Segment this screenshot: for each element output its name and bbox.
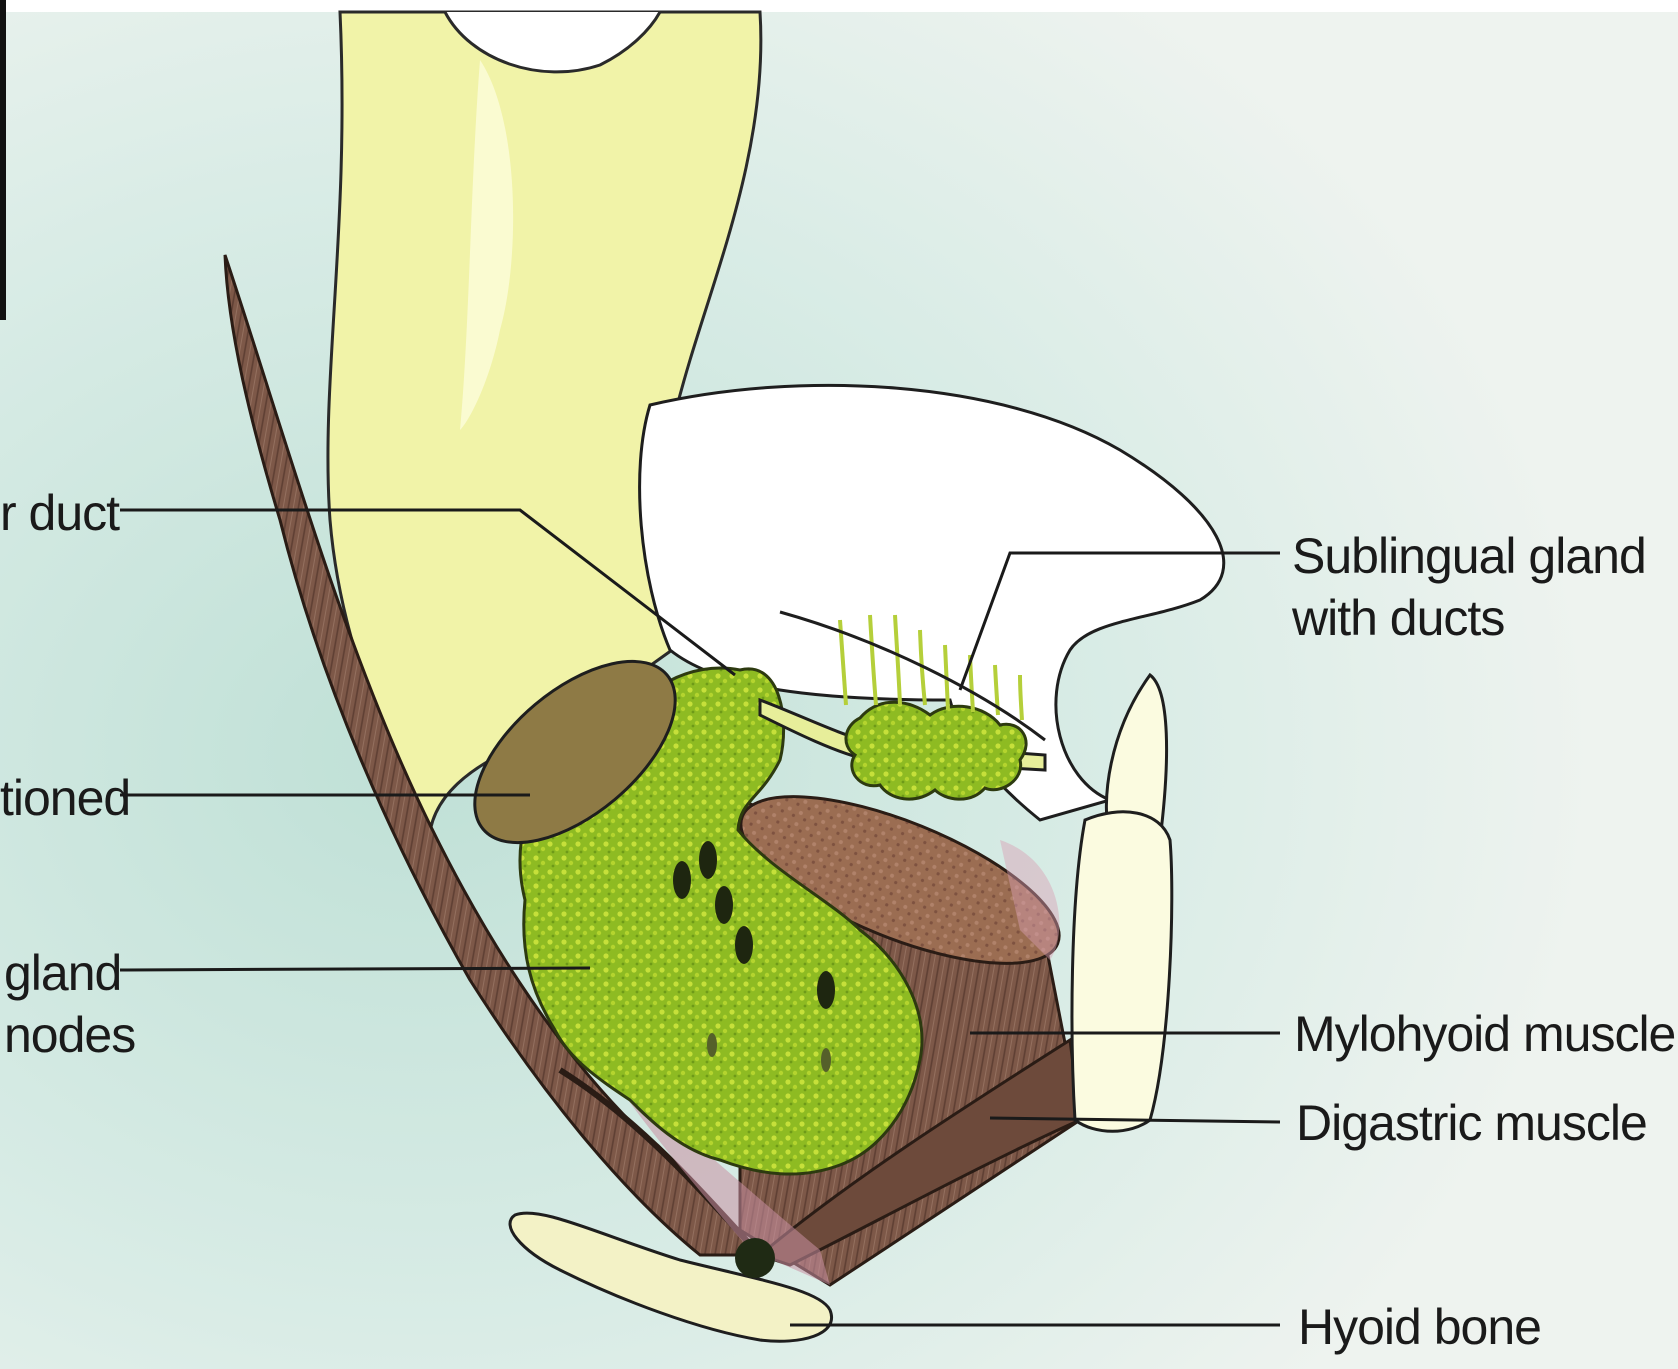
lymph-node — [715, 886, 733, 924]
left-edge-bar — [0, 0, 6, 320]
label-text: with ducts — [1292, 587, 1646, 649]
leader-gland — [120, 968, 590, 970]
lymph-node — [699, 841, 717, 879]
top-border — [0, 0, 1678, 12]
label-text: Sublingual gland — [1292, 525, 1646, 587]
label-digastric-muscle: Digastric muscle — [1296, 1092, 1647, 1154]
label-text: Digastric muscle — [1296, 1092, 1647, 1154]
label-text: r duct — [0, 482, 119, 544]
lymph-node — [673, 861, 691, 899]
label-hyoid-bone: Hyoid bone — [1298, 1296, 1541, 1358]
label-text: tioned — [0, 767, 130, 829]
label-sublingual-gland: Sublingual gland with ducts — [1292, 525, 1646, 649]
label-text: Hyoid bone — [1298, 1296, 1541, 1358]
label-submandibular-duct: r duct — [0, 482, 119, 544]
lymph-node — [821, 1048, 831, 1072]
label-text: Mylohyoid muscle — [1294, 1003, 1675, 1065]
label-gland-and-nodes: gland nodes — [4, 942, 135, 1066]
incisor-lower — [1072, 812, 1172, 1131]
label-text: gland — [4, 942, 135, 1004]
lymph-node — [817, 971, 835, 1009]
lymph-node — [707, 1033, 717, 1057]
lymph-node — [735, 926, 753, 964]
label-mylohyoid-muscle: Mylohyoid muscle — [1294, 1003, 1675, 1065]
hyoid-attachment-node — [735, 1238, 775, 1278]
label-sectioned: tioned — [0, 767, 130, 829]
label-text: nodes — [4, 1004, 135, 1066]
